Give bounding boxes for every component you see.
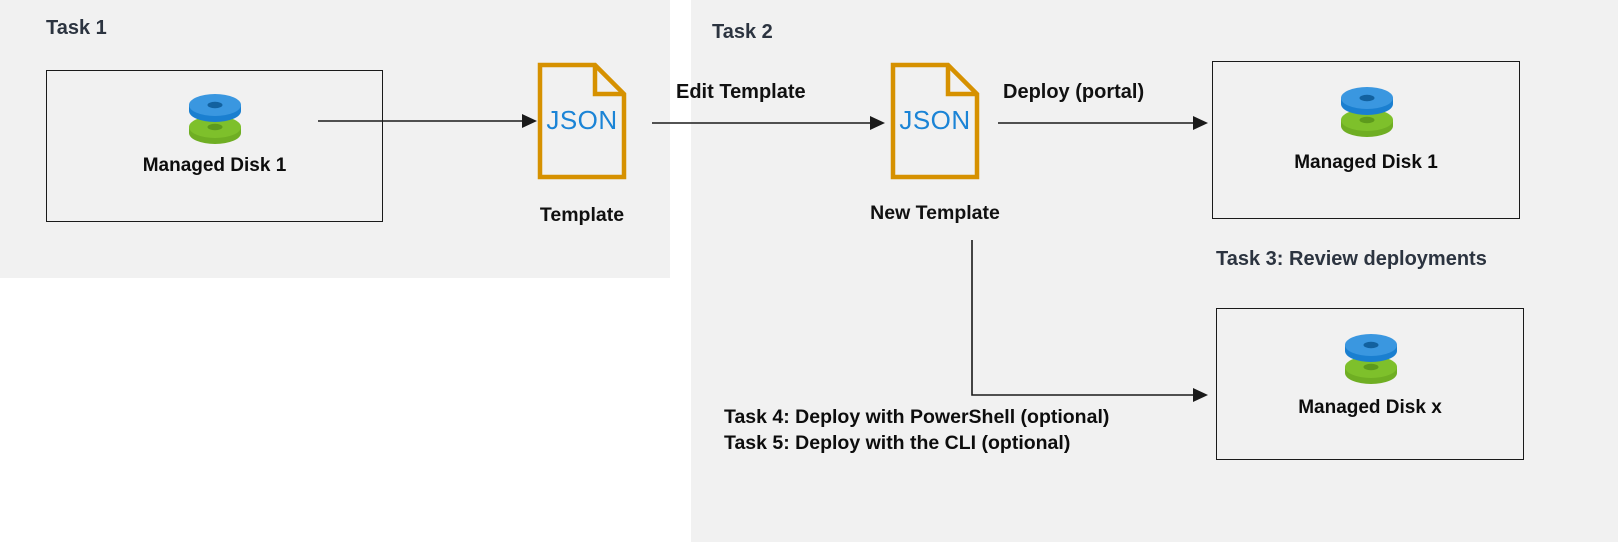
new-template-json-document: JSON <box>890 62 980 180</box>
task-1-label: Task 1 <box>46 17 107 39</box>
task45-managed-disk-box: Managed Disk x <box>1216 308 1524 460</box>
new-template-caption: New Template <box>870 202 1000 224</box>
template-caption: Template <box>539 204 625 226</box>
disk-box-caption: Managed Disk 1 <box>1294 152 1438 173</box>
template-json-document: JSON <box>537 62 627 180</box>
disk-box-caption: Managed Disk x <box>1298 397 1442 418</box>
managed-disk-icon <box>184 91 246 147</box>
task-2-label: Task 2 <box>712 21 773 43</box>
arrow-edit-template <box>652 116 885 130</box>
task-4-label: Task 4: Deploy with PowerShell (optional… <box>724 406 1110 428</box>
arrow-disk-to-template <box>318 114 537 128</box>
task1-panel-background <box>0 0 670 278</box>
task2-panel-background <box>691 0 1618 542</box>
task1-managed-disk-box: Managed Disk 1 <box>46 70 383 222</box>
task3-managed-disk-box: Managed Disk 1 <box>1212 61 1520 219</box>
deploy-portal-arrow-label: Deploy (portal) <box>1003 81 1145 103</box>
tasks-4-5-labels: Task 4: Deploy with PowerShell (optional… <box>724 404 1109 456</box>
edit-template-arrow-label: Edit Template <box>676 81 806 103</box>
json-doc-text: JSON <box>546 105 618 135</box>
managed-disk-icon <box>1336 84 1398 140</box>
task-3-label: Task 3: Review deployments <box>1216 248 1487 270</box>
task-5-label: Task 5: Deploy with the CLI (optional) <box>724 432 1071 454</box>
json-doc-text: JSON <box>899 105 971 135</box>
arrow-deploy-portal <box>998 116 1208 130</box>
arrow-deploy-scripted <box>971 240 1208 402</box>
managed-disk-icon <box>1340 331 1402 387</box>
disk-box-caption: Managed Disk 1 <box>142 155 287 176</box>
